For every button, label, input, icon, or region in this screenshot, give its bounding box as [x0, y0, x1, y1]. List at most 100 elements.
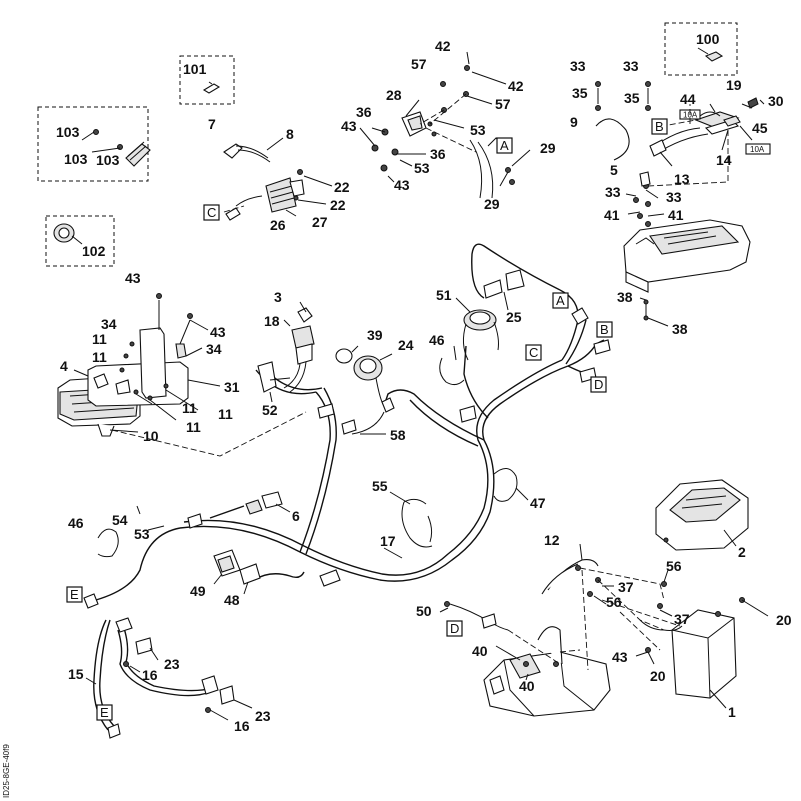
label-40: 40: [472, 643, 488, 659]
leader-chassis: [559, 611, 661, 653]
label-8: 8: [286, 126, 294, 142]
label-11: 11: [186, 419, 201, 435]
fuse-label-45: 10A: [750, 145, 765, 154]
label-4: 4: [60, 358, 68, 374]
label-35: 35: [624, 90, 640, 106]
label-56: 56: [666, 558, 682, 574]
label-46: 46: [429, 332, 445, 348]
label-43: 43: [125, 270, 141, 286]
ref-box-C: C: [529, 345, 538, 360]
label-50: 50: [416, 603, 432, 619]
label-103: 103: [64, 151, 88, 167]
label-22: 22: [334, 179, 350, 195]
main-wiring-harness-17: [95, 243, 605, 601]
label-42: 42: [508, 78, 524, 94]
label-38: 38: [617, 289, 633, 305]
label-100: 100: [696, 31, 720, 47]
label-101: 101: [183, 61, 207, 77]
label-18: 18: [264, 313, 280, 329]
sub-harness-15: [93, 617, 235, 739]
cable-tie-47: [493, 468, 518, 502]
label-39: 39: [367, 327, 383, 343]
label-36: 36: [356, 104, 372, 120]
label-26: 26: [270, 217, 286, 233]
label-1: 1: [728, 704, 736, 720]
battery-bracket-12: [541, 559, 683, 631]
part-101-clip: [202, 83, 221, 94]
label-3: 3: [274, 289, 282, 305]
label-54: 54: [112, 512, 128, 528]
label-23: 23: [255, 708, 271, 724]
label-34: 34: [206, 341, 222, 357]
label-37: 37: [618, 579, 634, 595]
label-5: 5: [610, 162, 618, 178]
label-20: 20: [776, 612, 792, 628]
buzzer-51: [462, 309, 499, 361]
label-51: 51: [436, 287, 452, 303]
label-17: 17: [380, 533, 396, 549]
label-16: 16: [234, 718, 250, 734]
harness-connectors: [83, 269, 611, 609]
ref-box-E: E: [100, 705, 109, 720]
label-47: 47: [530, 495, 546, 511]
leader-28-bracket: [419, 93, 477, 153]
part-102-grommet: [53, 223, 83, 245]
label-33: 33: [623, 58, 639, 74]
chassis-frame: [483, 626, 611, 717]
label-10: 10: [143, 428, 159, 444]
label-41: 41: [604, 207, 620, 223]
leader-10-to-harness: [111, 411, 307, 457]
label-55: 55: [372, 478, 388, 494]
leader-C-switch: [223, 205, 245, 213]
label-43: 43: [612, 649, 628, 665]
inset-box-102: [45, 215, 115, 267]
label-103: 103: [96, 152, 120, 168]
label-40: 40: [519, 678, 535, 694]
sensor-58: [351, 397, 395, 435]
cable-tie-55: [401, 498, 433, 548]
cable-50: [444, 601, 509, 631]
label-48: 48: [224, 592, 240, 608]
label-16: 16: [142, 667, 158, 683]
leader-lines: [73, 47, 769, 721]
label-22: 22: [330, 197, 346, 213]
label-14: 14: [716, 152, 732, 168]
label-6: 6: [292, 508, 300, 524]
label-2: 2: [738, 544, 746, 560]
cable-tie-46-lower: [97, 528, 119, 558]
label-43: 43: [210, 324, 226, 340]
label-43: 43: [341, 118, 357, 134]
label-57: 57: [495, 96, 511, 112]
label-12: 12: [544, 532, 560, 548]
label-33: 33: [605, 184, 621, 200]
label-30: 30: [768, 93, 784, 109]
label-27: 27: [312, 214, 328, 230]
label-45: 45: [752, 120, 768, 136]
ref-box-D: D: [450, 621, 459, 636]
label-52: 52: [262, 402, 278, 418]
ref-box-E: E: [70, 587, 79, 602]
label-42: 42: [435, 38, 451, 54]
label-53: 53: [470, 122, 486, 138]
label-33: 33: [666, 189, 682, 205]
label-56: 56: [606, 594, 622, 610]
drawing-code: ID25-8GE-40f9: [2, 744, 11, 798]
label-13: 13: [674, 171, 690, 187]
beacon-24: [335, 348, 385, 407]
label-11: 11: [92, 331, 107, 347]
switch-assembly-7-8: [223, 143, 305, 221]
inset-box-101: [179, 55, 235, 105]
instrument-panel-assembly: [57, 293, 193, 437]
label-46: 46: [68, 515, 84, 531]
key-switch-18: [257, 307, 315, 393]
label-38: 38: [672, 321, 688, 337]
label-11: 11: [182, 400, 197, 416]
label-24: 24: [398, 337, 414, 353]
label-20: 20: [650, 668, 666, 684]
connection-reference-boxes: A A B B C C D D E E: [66, 118, 668, 721]
label-53: 53: [414, 160, 430, 176]
label-36: 36: [430, 146, 446, 162]
label-29: 29: [484, 196, 500, 212]
label-34: 34: [101, 316, 117, 332]
